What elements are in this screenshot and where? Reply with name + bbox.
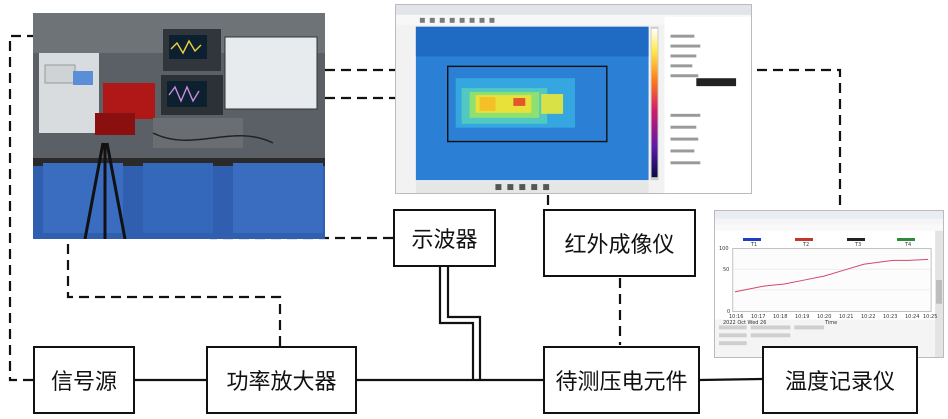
dashed-source-to-photo xyxy=(8,34,35,382)
piezo-element-block: 待测压电元件 xyxy=(543,346,700,414)
line-element-to-recorder xyxy=(699,377,763,382)
x-tick: 10:23 xyxy=(883,314,898,320)
y-tick-0: 0 xyxy=(727,309,731,315)
x-tick: 10:19 xyxy=(795,314,810,320)
infrared-camera-block: 红外成像仪 xyxy=(543,209,696,277)
channel-label-t4: T4 xyxy=(905,242,912,248)
date-label: 2022 Oct Wed 26 xyxy=(723,320,767,326)
channel-swatch-t4 xyxy=(897,238,915,241)
channel-swatch-t2 xyxy=(795,238,813,241)
channel-label-t1: T1 xyxy=(751,242,758,248)
channel-swatch-t3 xyxy=(847,238,865,241)
dashed-photo-to-recorder xyxy=(325,68,842,345)
probe-line-a xyxy=(438,266,475,381)
y-tick-50: 50 xyxy=(723,267,730,273)
signal-source-block: 信号源 xyxy=(33,346,135,414)
x-axis-label: Time xyxy=(825,320,838,326)
x-tick: 10:17 xyxy=(751,314,766,320)
power-amplifier-block: 功率放大器 xyxy=(206,346,357,414)
lab-setup-photo xyxy=(33,13,325,239)
oscilloscope-block: 示波器 xyxy=(393,209,496,267)
x-tick: 10:18 xyxy=(773,314,788,320)
temperature-recorder-block: 温度记录仪 xyxy=(762,346,918,414)
x-tick: 10:21 xyxy=(839,314,854,320)
x-tick: 10:25 xyxy=(923,314,938,320)
x-tick: 10:22 xyxy=(861,314,876,320)
dashed-amp-to-photo xyxy=(66,150,282,346)
channel-label-t2: T2 xyxy=(803,242,810,248)
channel-label-t3: T3 xyxy=(855,242,862,248)
channel-swatch-t1 xyxy=(743,238,761,241)
x-tick: 10:20 xyxy=(817,314,832,320)
thermal-software-screenshot xyxy=(395,4,752,194)
temperature-recorder-screenshot: T1 T2 T3 T4 100 50 0 10:16 10:17 10:18 1… xyxy=(714,210,944,358)
x-tick: 10:24 xyxy=(905,314,920,320)
x-tick: 10:16 xyxy=(729,314,744,320)
probe-line-b xyxy=(446,266,482,381)
y-tick-100: 100 xyxy=(719,246,729,252)
